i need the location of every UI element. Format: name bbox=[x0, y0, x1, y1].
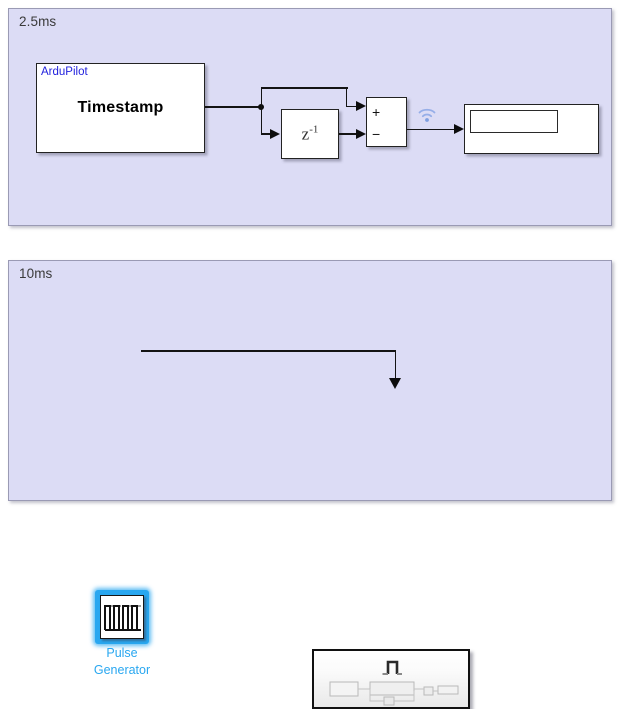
wire-branch-down bbox=[260, 106, 262, 134]
wire-branch-up bbox=[260, 87, 262, 107]
sum-port-minus-sign: − bbox=[372, 126, 381, 142]
arrow-into-sum-minus bbox=[356, 128, 366, 139]
wire-into-sum-plus bbox=[345, 105, 358, 107]
rate-panel-fast[interactable]: 2.5ms ArduPilot Timestamp z-1 + − bbox=[8, 8, 612, 226]
arrow-into-subsystem bbox=[389, 378, 401, 389]
wire-delay-to-sum bbox=[339, 133, 358, 135]
block-pulse-generator-wrapper[interactable]: Pulse Generator bbox=[94, 590, 150, 677]
block-sum[interactable]: + − bbox=[366, 97, 407, 147]
block-pulse-generator-label-line2: Generator bbox=[93, 663, 151, 677]
wire-pulsegen-down bbox=[394, 350, 396, 379]
wire-pulsegen-out bbox=[141, 350, 396, 352]
block-subsystem[interactable] bbox=[312, 649, 470, 709]
arrow-into-display bbox=[454, 124, 464, 134]
block-timestamp-label: Timestamp bbox=[77, 99, 164, 116]
wire-branch-to-delay bbox=[260, 133, 272, 135]
subsystem-preview-icon bbox=[329, 660, 459, 706]
rate-panel-slow-label: 10ms bbox=[19, 266, 53, 281]
arrow-into-delay bbox=[270, 128, 280, 139]
wire-sum-to-display bbox=[407, 128, 456, 130]
block-timestamp-sublabel: ArduPilot bbox=[41, 66, 88, 78]
pulse-train-icon bbox=[104, 605, 141, 631]
block-display-value-field bbox=[470, 110, 558, 133]
delay-exponent: -1 bbox=[309, 123, 319, 136]
rate-panel-slow[interactable]: 10ms Pulse Generator bbox=[8, 260, 612, 709]
block-display[interactable] bbox=[464, 104, 599, 154]
wire-top-feed bbox=[260, 87, 348, 89]
wireless-icon bbox=[418, 108, 436, 122]
block-unit-delay[interactable]: z-1 bbox=[281, 109, 339, 159]
delay-base: z bbox=[301, 124, 310, 144]
rate-panel-fast-label: 2.5ms bbox=[19, 14, 57, 29]
block-timestamp[interactable]: ArduPilot Timestamp bbox=[36, 63, 205, 153]
sum-port-plus-sign: + bbox=[372, 104, 381, 120]
wire-timestamp-out bbox=[205, 106, 261, 108]
arrow-into-sum-plus bbox=[356, 101, 366, 111]
block-pulse-generator[interactable] bbox=[100, 595, 144, 639]
block-pulse-generator-label-line1: Pulse bbox=[106, 646, 138, 660]
wire-top-feed-down bbox=[345, 87, 347, 106]
block-unit-delay-label: z-1 bbox=[282, 124, 338, 145]
